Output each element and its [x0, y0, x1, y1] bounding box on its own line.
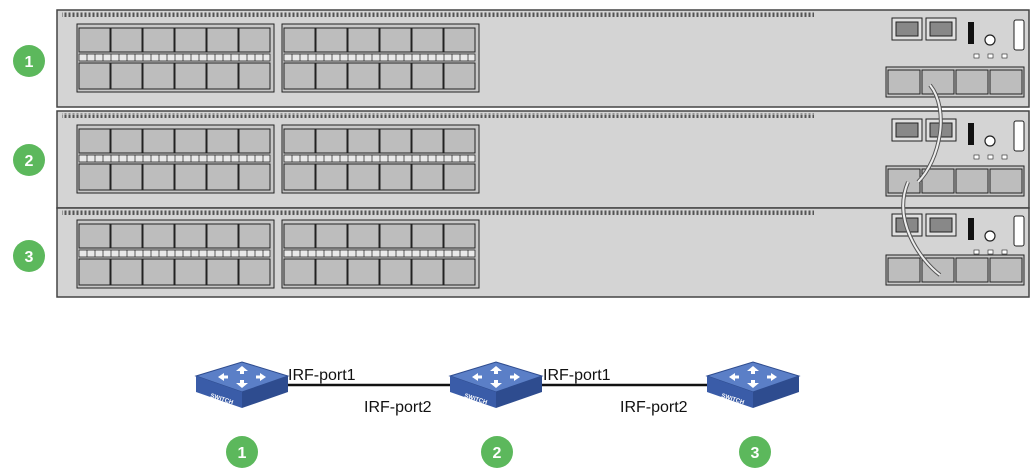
- chassis-vent: [62, 113, 814, 118]
- chassis-vent: [62, 210, 814, 215]
- link2-right-port-label: IRF-port2: [620, 399, 688, 416]
- chassis-2: [56, 110, 1030, 209]
- chassis-badge-2: 2: [13, 144, 45, 176]
- chassis-1: [56, 9, 1030, 108]
- badge-circle: [13, 45, 45, 77]
- port-block-left: [76, 124, 275, 194]
- port-block-left: [76, 23, 275, 93]
- link1-left-port-label: IRF-port1: [288, 367, 356, 384]
- topology-badge-1: 1: [226, 436, 258, 468]
- badge-number: 2: [25, 153, 34, 170]
- badge-number: 3: [25, 249, 34, 266]
- port-block-left: [76, 219, 275, 289]
- badge-number: 2: [493, 445, 502, 462]
- switch-icon-3: [706, 361, 800, 409]
- badge-circle: [13, 144, 45, 176]
- sfp-row: [885, 66, 1025, 98]
- link1-right-port-label: IRF-port2: [364, 399, 432, 416]
- link2-left-port-label: IRF-port1: [543, 367, 611, 384]
- switch-icon-1: [195, 361, 289, 409]
- switch-icon-2: [449, 361, 543, 409]
- port-block-right: [281, 219, 480, 289]
- topology-badge-2: 2: [481, 436, 513, 468]
- badge-number: 1: [25, 54, 34, 71]
- badge-number: 3: [751, 445, 760, 462]
- badge-circle: [481, 436, 513, 468]
- port-block-right: [281, 124, 480, 194]
- badge-number: 1: [238, 445, 247, 462]
- badge-circle: [13, 240, 45, 272]
- chassis-badge-3: 3: [13, 240, 45, 272]
- chassis-vent: [62, 12, 814, 17]
- topology-badge-3: 3: [739, 436, 771, 468]
- badge-circle: [226, 436, 258, 468]
- chassis-badge-1: 1: [13, 45, 45, 77]
- sfp-row: [885, 254, 1025, 286]
- badge-circle: [739, 436, 771, 468]
- chassis-3: [56, 207, 1030, 298]
- port-block-right: [281, 23, 480, 93]
